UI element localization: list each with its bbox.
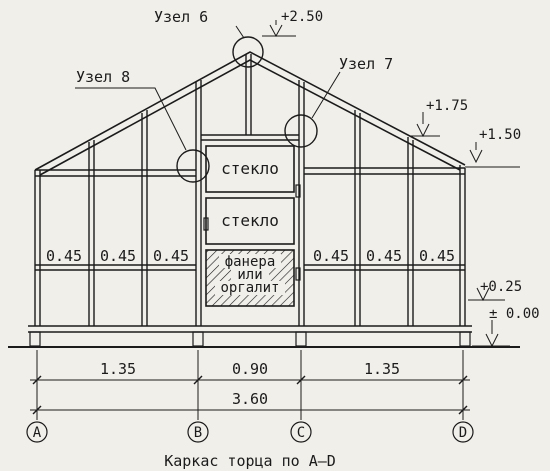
bay-width-label: 0.45 (100, 247, 136, 265)
dimension-middle-span: 0.90 (232, 360, 268, 378)
axis-label: B (194, 425, 202, 441)
bay-width-label: 0.45 (313, 247, 349, 265)
elevation-mid-label: +1.75 (426, 98, 468, 114)
node7-label: Узел 7 (339, 55, 393, 73)
axis-label: C (297, 425, 305, 441)
dimension-right-span: 1.35 (364, 360, 400, 378)
dimension-lines (30, 350, 470, 420)
elevation-mid (410, 112, 440, 138)
elevation-ridge-label: +2.50 (281, 9, 323, 25)
axis-bubble (290, 421, 312, 443)
mid-rail (35, 264, 465, 271)
bay-width-label: 0.45 (366, 247, 402, 265)
glass-mid-label: стекло (221, 211, 279, 230)
elevation-zero (472, 320, 510, 348)
plywood-label-line2: или (237, 267, 262, 283)
eave-beam (35, 167, 465, 177)
node6-label: Узел 6 (154, 8, 208, 26)
axis-bubble (452, 421, 474, 443)
dimension-total: 3.60 (232, 390, 268, 408)
elevation-plinth-label: +0.25 (480, 279, 522, 295)
bay-width-label: 0.45 (153, 247, 189, 265)
axis-bubble (26, 421, 48, 443)
node7-marker (284, 114, 318, 148)
dimension-left-span: 1.35 (100, 360, 136, 378)
node6-marker (232, 36, 264, 68)
node8-label: Узел 8 (76, 68, 130, 86)
foundation-beam (28, 325, 472, 347)
elevation-eave (465, 142, 520, 168)
bay-width-label: 0.45 (46, 247, 82, 265)
glass-top-label: стекло (221, 159, 279, 178)
plywood-label-line3: оргалит (220, 280, 279, 296)
axis-bubble (187, 421, 209, 443)
wall-studs (34, 54, 466, 326)
axis-label: D (459, 425, 467, 441)
elevation-ridge (262, 20, 296, 38)
bay-width-label: 0.45 (419, 247, 455, 265)
drawing-caption: Каркас торца по A–D (164, 452, 336, 470)
plywood-label-line1: фанера (225, 254, 276, 270)
roof-rafters (34, 51, 466, 176)
elevation-zero-label: ± 0.00 (489, 306, 540, 322)
elevation-plinth (468, 287, 505, 302)
elevation-eave-label: +1.50 (479, 127, 521, 143)
axis-label: A (33, 425, 42, 441)
node8-marker (176, 149, 210, 183)
